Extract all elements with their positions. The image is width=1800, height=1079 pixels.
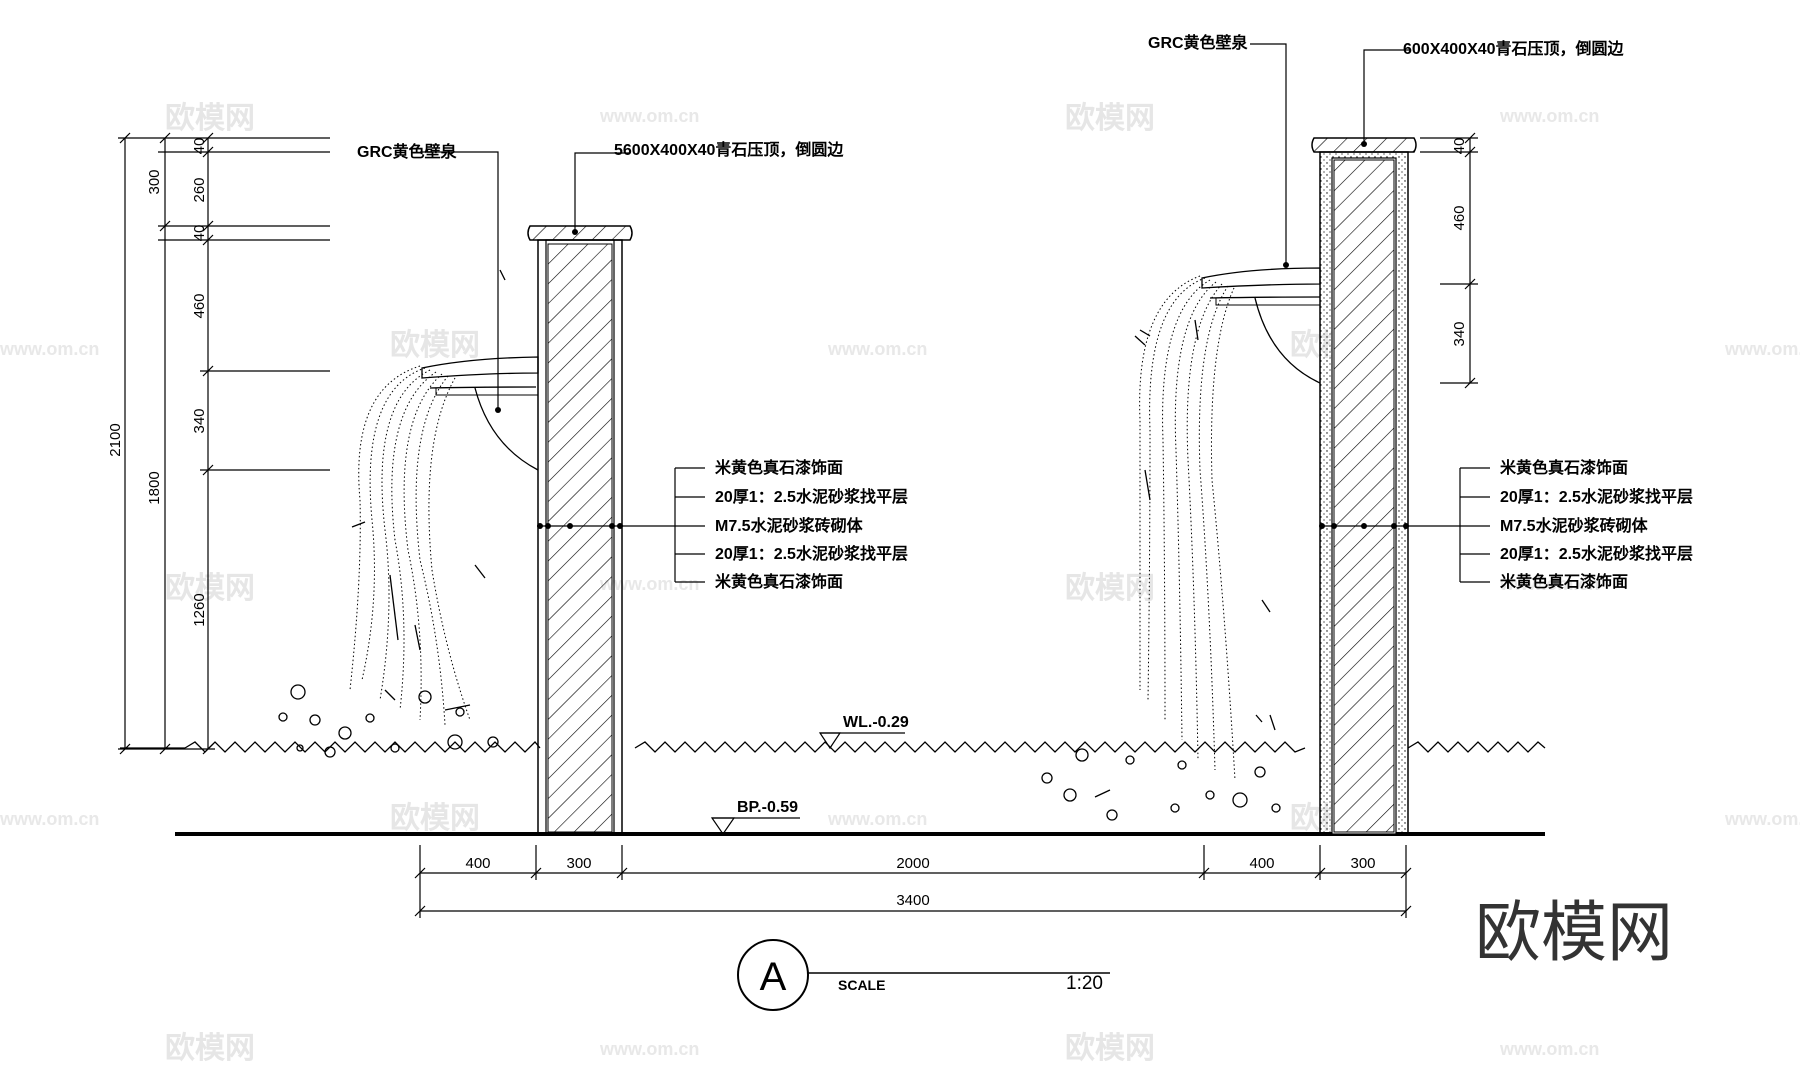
annotation-labels: GRC黄色壁泉 5600X400X40青石压顶，倒圆边 GRC黄色壁泉 600X… [357, 33, 1693, 591]
bottom-level-marker: BP.-0.59 [710, 799, 800, 836]
water-zigzag-right [1407, 741, 1546, 753]
bottom-level-label: BP.-0.59 [737, 799, 798, 816]
right-layer-label: 20厚1：2.5水泥砂浆找平层 [1500, 487, 1693, 506]
dim-label: 3400 [896, 892, 929, 909]
watermark-url: www.om.cn [599, 574, 699, 594]
dim-label: 460 [1451, 205, 1468, 230]
right-layer-label: 米黄色真石漆饰面 [1500, 458, 1628, 477]
dim-label: 2100 [107, 423, 124, 456]
left-layer-label: 20厚1：2.5水泥砂浆找平层 [715, 487, 908, 506]
watermark-text: 欧模网 [165, 102, 255, 135]
right-fountain [1201, 267, 1321, 384]
dim-label: 40 [191, 138, 208, 155]
dim-label: 40 [191, 225, 208, 242]
watermark-text: 欧模网 [165, 572, 255, 605]
watermark-text: 欧模网 [1065, 102, 1155, 135]
dim-label: 1800 [146, 471, 163, 504]
water-level-label: WL.-0.29 [843, 714, 909, 731]
dim-label: 400 [465, 855, 490, 872]
left-layer-label: 20厚1：2.5水泥砂浆找平层 [715, 544, 908, 563]
fountain-bowl-curve [1254, 297, 1321, 384]
watermark-text: 欧模网 [390, 802, 480, 835]
column-brick [547, 243, 613, 833]
fountain-bowl-top [1209, 296, 1321, 299]
section-title: A SCALE 1:20 [737, 939, 1110, 1011]
coping-stone [527, 225, 633, 241]
water-zigzag-middle [634, 741, 1306, 753]
watermark-url: www.om.cn [1499, 1039, 1599, 1059]
watermark-url: www.om.cn [0, 339, 99, 359]
left-layer-label: 米黄色真石漆饰面 [715, 572, 843, 591]
dim-label: 2000 [896, 855, 929, 872]
dim-label: 400 [1249, 855, 1274, 872]
dim-label: 460 [191, 293, 208, 318]
left-splash [278, 269, 506, 758]
watermark-url: www.om.cn [1499, 106, 1599, 126]
dim-label: 300 [146, 169, 163, 194]
dim-label: 300 [1350, 855, 1375, 872]
dim-label: 340 [191, 408, 208, 433]
right-cap-label: 600X400X40青石压顶，倒圆边 [1403, 39, 1625, 58]
bottom-dimension-lines [414, 845, 1412, 918]
watermark-url: www.om.cn [1724, 809, 1800, 829]
bottom-dimension-text: 400 300 2000 400 300 3400 [465, 855, 1375, 909]
watermark-text: 欧模网 [165, 1032, 255, 1065]
left-fountain-label: GRC黄色壁泉 [357, 142, 458, 161]
right-layer-label: M7.5水泥砂浆砖砌体 [1500, 516, 1649, 535]
left-dimension-lines [118, 132, 330, 755]
dim-label: 40 [1451, 138, 1468, 155]
fountain-spout [421, 356, 539, 379]
leader-lines [420, 43, 1490, 583]
right-dimension-text: 40 460 340 [1451, 138, 1468, 347]
left-layer-label: M7.5水泥砂浆砖砌体 [715, 516, 864, 535]
watermark-text: 欧模网 [390, 329, 480, 362]
right-column [1311, 137, 1417, 835]
leader-dots [537, 523, 1409, 529]
right-layer-label: 米黄色真石漆饰面 [1500, 572, 1628, 591]
dim-label: 260 [191, 177, 208, 202]
watermark-url: www.om.cn [599, 1039, 699, 1059]
left-fountain [421, 356, 539, 471]
right-dimension-lines [1420, 132, 1478, 389]
left-dimension-text: 2100 300 1800 40 260 40 460 340 1260 [107, 138, 208, 627]
watermark-url: www.om.cn [1499, 574, 1599, 594]
watermark-url: www.om.cn [827, 339, 927, 359]
brand-logo: 欧模网 [1475, 895, 1673, 969]
water-zigzag-left [184, 741, 541, 753]
scale-label: SCALE [838, 977, 885, 993]
left-layer-label: 米黄色真石漆饰面 [715, 458, 843, 477]
fountain-spout [1201, 267, 1321, 289]
watermark-url: www.om.cn [1724, 339, 1800, 359]
right-splash [1041, 319, 1281, 821]
fountain-bowl-curve [474, 387, 539, 471]
watermark-url: www.om.cn [0, 809, 99, 829]
scale-value: 1:20 [1066, 973, 1103, 994]
watermark-text: 欧模网 [1065, 572, 1155, 605]
column-brick [1333, 159, 1395, 833]
watermark-url: www.om.cn [599, 106, 699, 126]
watermark-text: 欧模网 [1065, 1032, 1155, 1065]
section-letter: A [760, 955, 787, 999]
dim-label: 300 [566, 855, 591, 872]
fountain-bowl-top [429, 386, 537, 389]
dim-label: 340 [1451, 321, 1468, 346]
right-layer-label: 20厚1：2.5水泥砂浆找平层 [1500, 544, 1693, 563]
left-cap-label: 5600X400X40青石压顶，倒圆边 [614, 140, 844, 159]
left-column [527, 225, 633, 835]
dim-label: 1260 [191, 593, 208, 626]
water-surface [120, 741, 1546, 753]
right-water-stream [1139, 275, 1236, 781]
left-water-stream [349, 365, 471, 726]
water-level-marker: WL.-0.29 [818, 714, 909, 750]
right-fountain-label: GRC黄色壁泉 [1148, 33, 1249, 52]
watermark-url: www.om.cn [827, 809, 927, 829]
